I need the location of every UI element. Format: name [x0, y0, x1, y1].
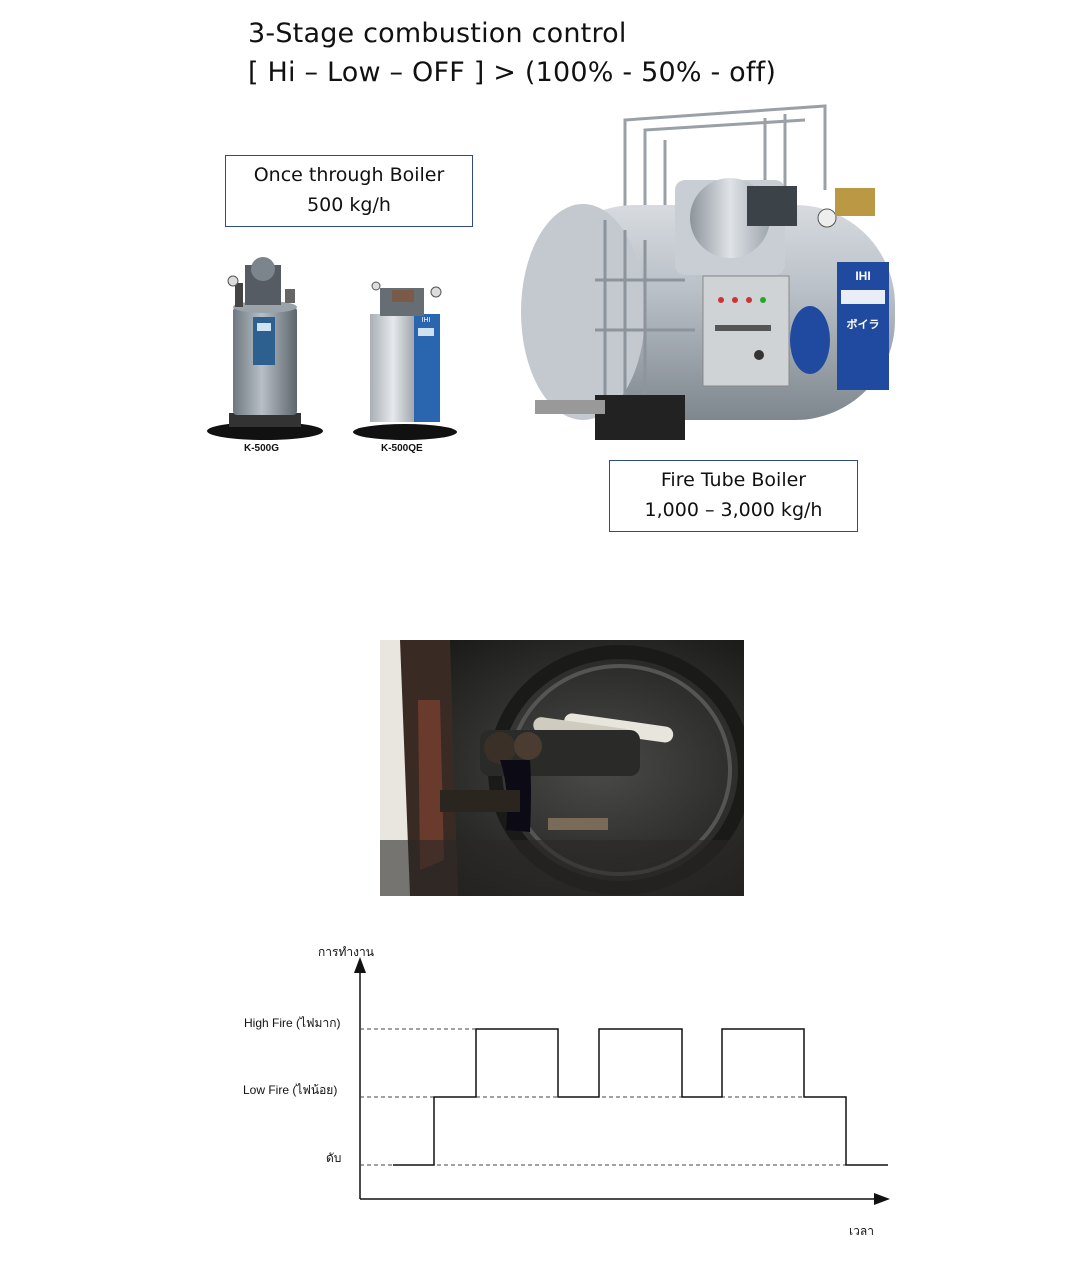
model-label-k500qe: K-500QE	[381, 443, 423, 454]
once-through-caption-name: Once through Boiler	[253, 164, 445, 186]
fire-tube-caption: Fire Tube Boiler 1,000 – 3,000 kg/h	[609, 460, 858, 532]
model-label-k500g: K-500G	[244, 443, 280, 454]
fire-tube-caption-capacity: 1,000 – 3,000 kg/h	[644, 499, 823, 521]
fire-tube-caption-name: Fire Tube Boiler	[660, 469, 807, 491]
boiler-k500g-image	[205, 245, 325, 445]
fire-tube-boiler-image: IHI ボイラ	[515, 100, 905, 455]
x-axis-label: เวลา	[849, 1224, 874, 1238]
fire-tube-badge: IHI	[855, 269, 870, 283]
level-off-label: ดับ	[326, 1151, 342, 1165]
y-axis-label: การทำงาน	[318, 945, 374, 959]
y-axis-arrow	[354, 957, 366, 973]
title-line-1: 3-Stage combustion control	[248, 18, 627, 49]
x-axis-arrow	[874, 1193, 890, 1205]
title-line-2: [ Hi – Low – OFF ] > (100% - 50% - off)	[248, 57, 777, 88]
combustion-stage-diagram: การทำงาน High Fire (ไฟมาก) Low Fire (ไฟน…	[230, 935, 910, 1245]
firing-stage-waveform	[393, 1028, 888, 1166]
k500qe-badge: IHI	[422, 317, 431, 324]
burner-nozzle-photo	[380, 640, 744, 896]
fire-tube-badge-sub: ボイラ	[847, 317, 880, 331]
once-through-caption-capacity: 500 kg/h	[307, 194, 391, 216]
once-through-caption: Once through Boiler 500 kg/h	[225, 155, 473, 227]
level-high-label: High Fire (ไฟมาก)	[244, 1016, 341, 1030]
boiler-k500qe-image: IHI	[350, 270, 460, 445]
level-low-label: Low Fire (ไฟน้อย)	[243, 1083, 338, 1097]
